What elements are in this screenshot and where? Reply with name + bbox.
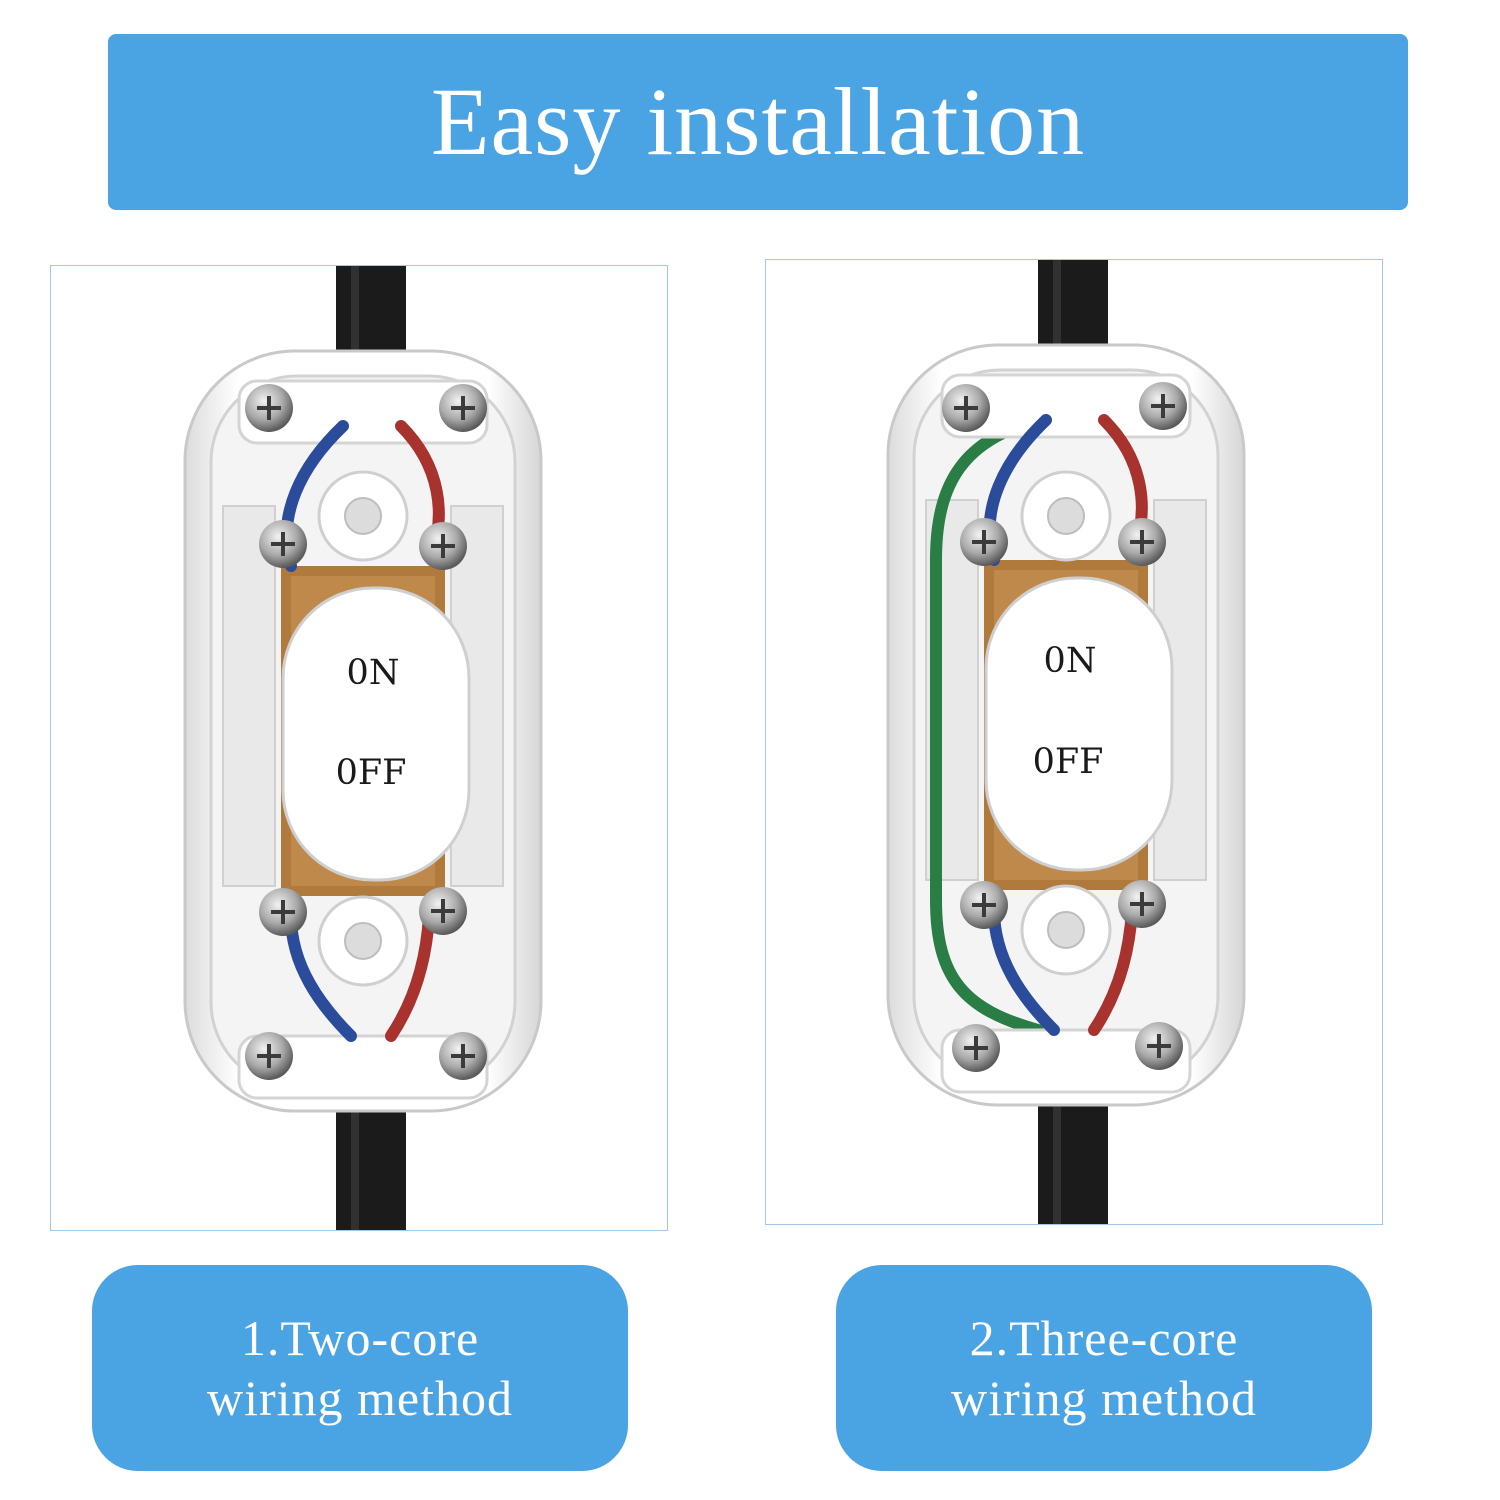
screw-icon xyxy=(419,522,467,570)
rocker-button xyxy=(281,586,471,882)
caption-two-core: 1.Two-core wiring method xyxy=(92,1265,628,1471)
screw-icon xyxy=(439,1032,487,1080)
switch-on-label: 0N xyxy=(1044,641,1097,681)
panel-three-core: 0N 0FF xyxy=(765,259,1383,1225)
screw-icon xyxy=(960,881,1008,929)
blue-wire-bottom xyxy=(988,904,1060,1036)
switch-on-label: 0N xyxy=(347,653,400,693)
rocker-button xyxy=(984,576,1174,872)
caption-line-2: wiring method xyxy=(950,1370,1258,1426)
cable-clamp-bottom xyxy=(237,1034,489,1100)
screw-icon xyxy=(245,1032,293,1080)
screw-icon xyxy=(1118,518,1166,566)
screw-icon xyxy=(942,384,990,432)
red-wire-bottom xyxy=(385,910,435,1042)
header-banner: Easy installation xyxy=(108,34,1408,210)
red-wire-bottom xyxy=(1088,904,1138,1036)
screw-icon xyxy=(1139,382,1187,430)
switch-illustration-two-core: 0N 0FF xyxy=(183,266,543,1230)
caption-three-core: 2.Three-core wiring method xyxy=(836,1265,1372,1471)
screw-icon xyxy=(259,888,307,936)
green-wire xyxy=(930,414,1044,1036)
cable-clamp-top xyxy=(940,373,1192,439)
switch-off-label: 0FF xyxy=(336,753,407,793)
page-title: Easy installation xyxy=(430,68,1086,175)
screw-icon xyxy=(1118,880,1166,928)
screw-icon xyxy=(245,384,293,432)
caption-line-2: wiring method xyxy=(206,1370,514,1426)
panel-two-core: 0N 0FF xyxy=(50,265,668,1231)
switch-illustration-three-core: 0N 0FF xyxy=(886,260,1246,1224)
screw-icon xyxy=(960,518,1008,566)
screw-icon xyxy=(1135,1022,1183,1070)
screw-icon xyxy=(439,384,487,432)
caption-line-1: 1.Two-core xyxy=(240,1310,480,1366)
caption-line-1: 2.Three-core xyxy=(969,1310,1239,1366)
switch-off-label: 0FF xyxy=(1033,742,1104,782)
screw-icon xyxy=(952,1024,1000,1072)
screw-icon xyxy=(259,520,307,568)
screw-icon xyxy=(419,887,467,935)
cable-clamp-top xyxy=(237,379,489,445)
cable-clamp-bottom xyxy=(940,1028,1192,1094)
